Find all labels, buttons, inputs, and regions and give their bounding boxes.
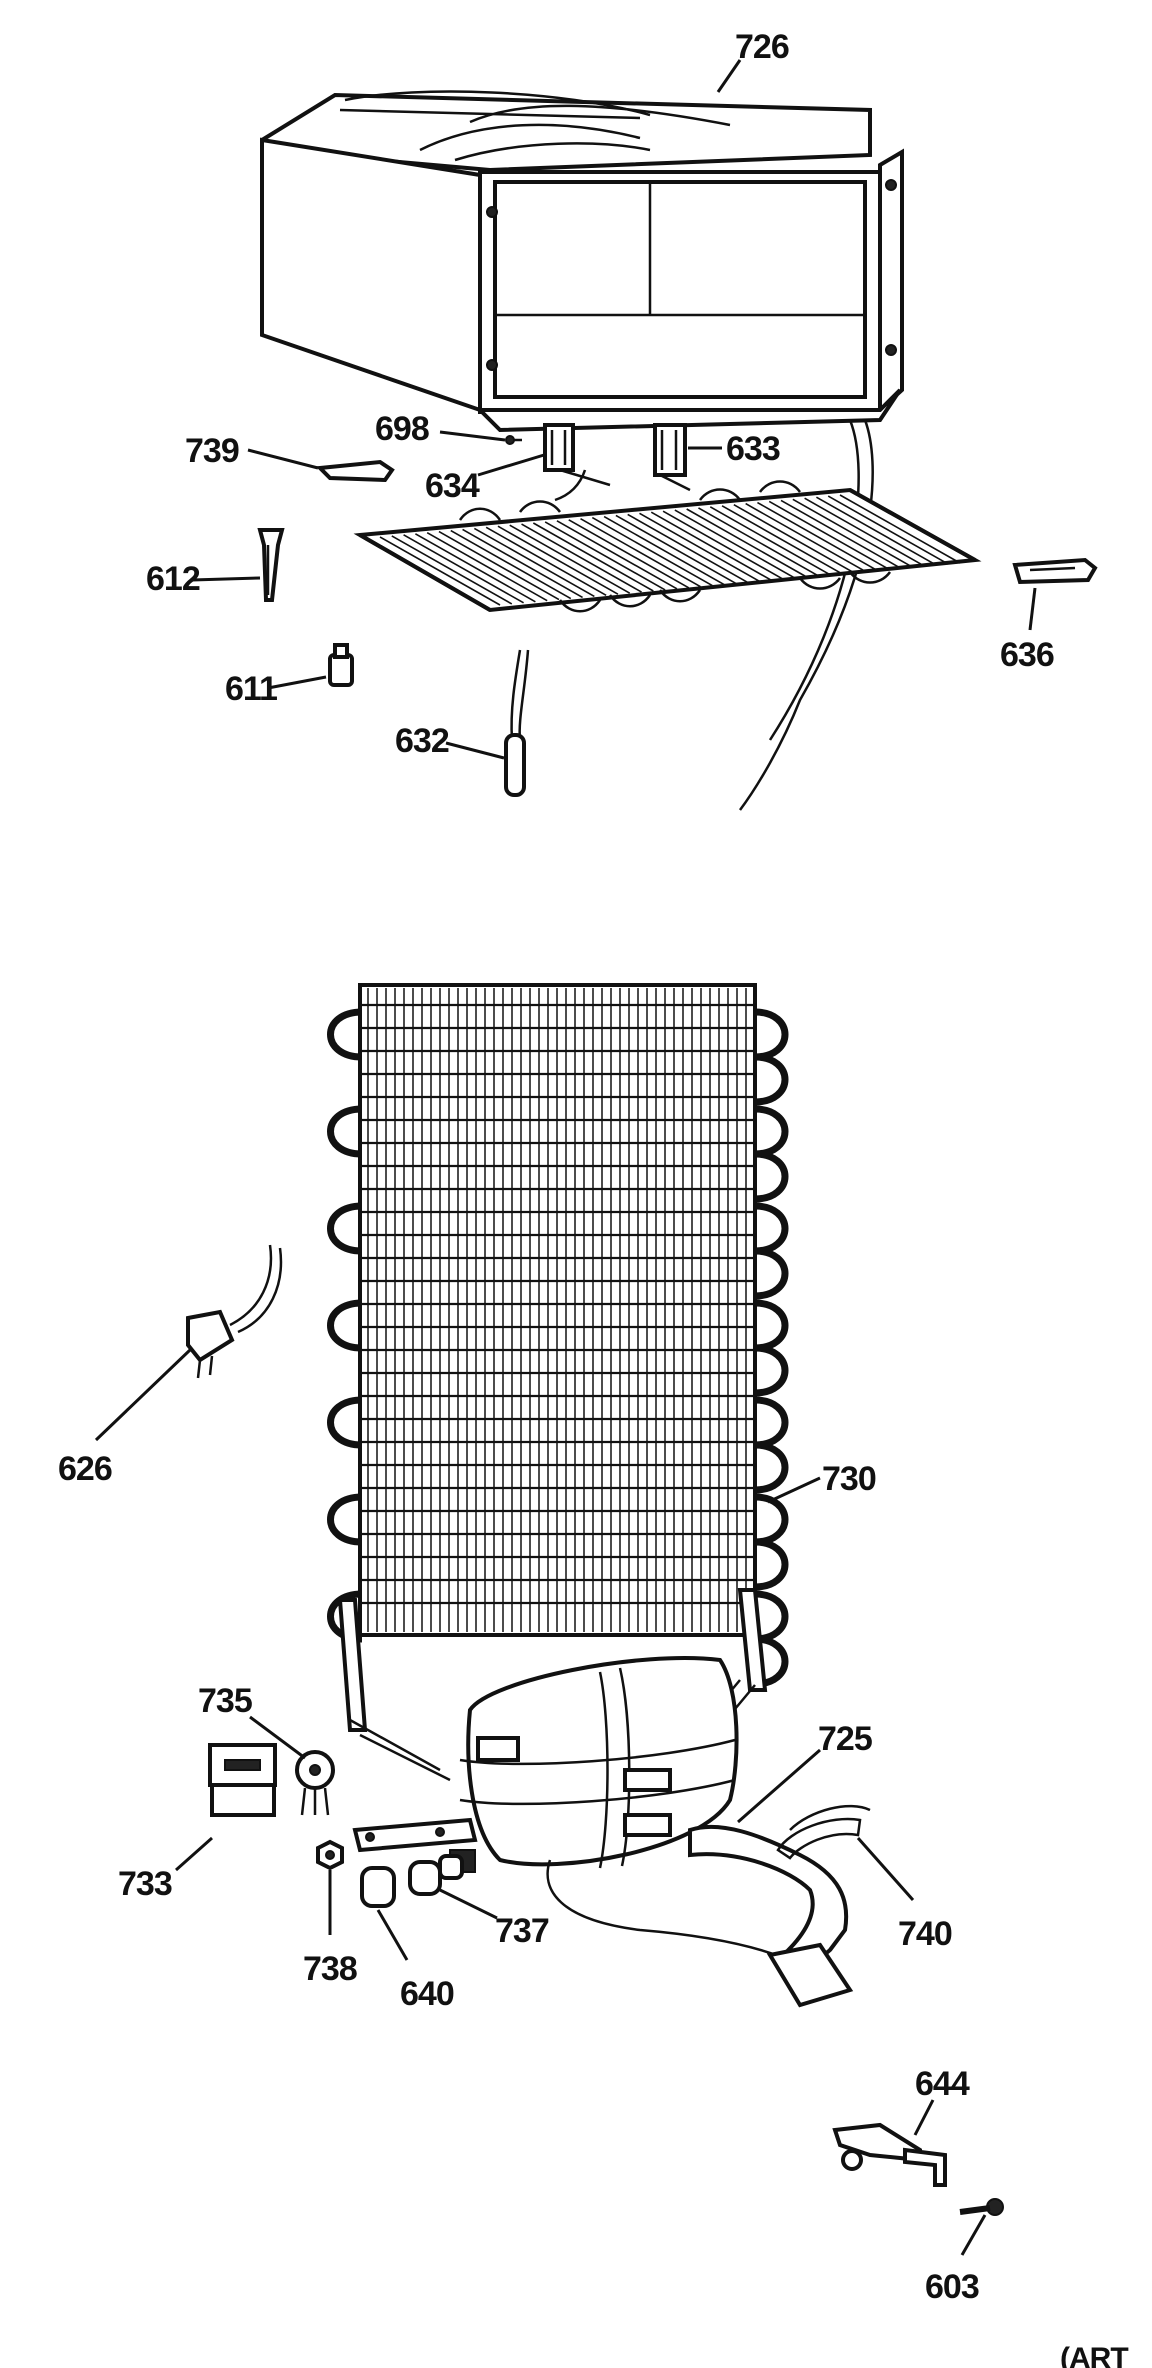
label-740: 740 — [898, 1915, 952, 1953]
label-corner: (ART — [1060, 2342, 1128, 2368]
label-626: 626 — [58, 1450, 112, 1488]
part-632-sensor — [504, 649, 530, 797]
label-726: 726 — [735, 28, 789, 66]
label-739: 739 — [185, 432, 239, 470]
label-737: 737 — [495, 1912, 549, 1950]
condenser-grid — [360, 988, 755, 1632]
part-633-bracket — [653, 423, 687, 477]
part-636-handle — [1012, 557, 1098, 585]
label-730: 730 — [822, 1460, 876, 1498]
evaporator-shelf — [353, 468, 982, 613]
part-644-bracket — [832, 2122, 947, 2187]
label-632: 632 — [395, 722, 449, 760]
label-612: 612 — [146, 560, 200, 598]
label-633: 633 — [726, 430, 780, 468]
callout-labels: 726 698 739 633 634 612 636 611 632 626 … — [58, 28, 1129, 2368]
part-611-socket — [328, 643, 354, 687]
part-737-bushing — [408, 1854, 464, 1896]
part-626-cord — [186, 1244, 283, 1379]
label-735: 735 — [198, 1682, 252, 1720]
label-644: 644 — [915, 2065, 970, 2103]
label-733: 733 — [118, 1865, 172, 1903]
freezer-liner-726 — [260, 90, 904, 811]
condenser-loops — [327, 1008, 789, 1688]
label-698: 698 — [375, 410, 429, 448]
evaporator-fins — [379, 494, 961, 606]
part-740-clip — [776, 1804, 871, 1860]
condenser-730 — [327, 983, 789, 1782]
compressor-725 — [449, 1656, 854, 2008]
part-603-screw — [959, 2198, 1004, 2216]
leader-lines — [94, 59, 1037, 2256]
part-634-bracket — [543, 423, 575, 472]
part-612-holder — [257, 528, 285, 602]
part-640-grommet — [360, 1866, 396, 1908]
label-725: 725 — [818, 1720, 872, 1758]
label-640: 640 — [400, 1975, 454, 2013]
part-738-nut — [316, 1839, 344, 1871]
part-733-relay — [208, 1743, 277, 1817]
label-611: 611 — [225, 670, 277, 708]
part-698-screw — [505, 435, 522, 445]
label-636: 636 — [1000, 636, 1054, 674]
label-634: 634 — [425, 467, 480, 505]
part-739-clip — [315, 459, 395, 483]
label-738: 738 — [303, 1950, 357, 1988]
base-rail — [352, 1817, 478, 1853]
label-603: 603 — [925, 2268, 979, 2306]
part-735-protector — [295, 1750, 335, 1816]
